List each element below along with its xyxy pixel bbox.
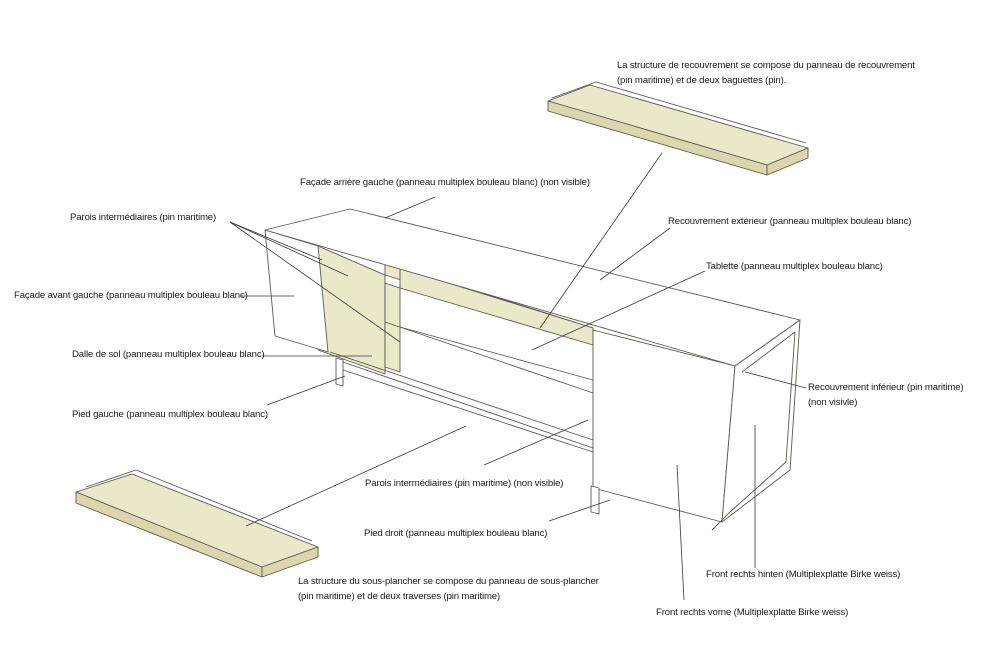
label-lower-cover-line-1: Recouvrement inférieur (pin maritime) [808,382,964,393]
label-left-foot: Pied gauche (panneau multiplex bouleau b… [72,409,268,420]
left-foot [335,357,344,387]
label-front-right-back: Front rechts hinten (Multiplexplatte Bir… [706,569,901,580]
front-left-panel [264,229,329,353]
label-top-structure-line-2: (pin maritime) et de deux baguettes (pin… [617,75,787,86]
leader-lines [229,152,807,601]
label-partitions-bottom: Parois intermédiaires (pin maritime) (no… [365,478,564,489]
label-floor: Dalle de sol (panneau multiplex bouleau … [72,349,265,360]
label-bottom-structure-line-1: La structure du sous-plancher se compose… [298,576,599,587]
label-bottom-structure-line-2: (pin maritime) et de deux traverses (pin… [298,591,501,602]
top-cover-board [547,81,809,176]
label-front-left: Façade avant gauche (panneau multiplex b… [14,290,248,301]
label-back-left: Façade arrière gauche (panneau multiplex… [300,177,590,188]
right-foot [590,485,600,515]
right-end-panel [721,319,801,523]
cabinet-body [264,208,801,531]
right-partition-top [399,267,594,346]
label-shelf: Tablette (panneau multiplex bouleau blan… [706,261,883,272]
subfloor-board [75,469,319,578]
label-top-structure-line-1: La structure de recouvrement se compose … [617,60,915,71]
label-lower-cover-line-2: (non visivle) [808,397,858,408]
label-right-foot: Pied droit (panneau multiplex bouleau bl… [364,528,548,539]
label-bottom-structure: La structure du sous-plancher se compose… [298,574,599,604]
label-outer-cover: Recouvrement extérieur (panneau multiple… [668,216,912,227]
middle-partition [384,282,401,373]
label-partitions-top: Parois intermédiaires (pin maritime) [70,212,217,223]
label-lower-cover: Recouvrement inférieur (pin maritime) (n… [808,380,964,410]
label-front-right-front: Front rechts vorne (Multiplexplatte Birk… [656,607,849,618]
label-top-structure: La structure de recouvrement se compose … [617,58,915,88]
left-partition [317,245,386,375]
